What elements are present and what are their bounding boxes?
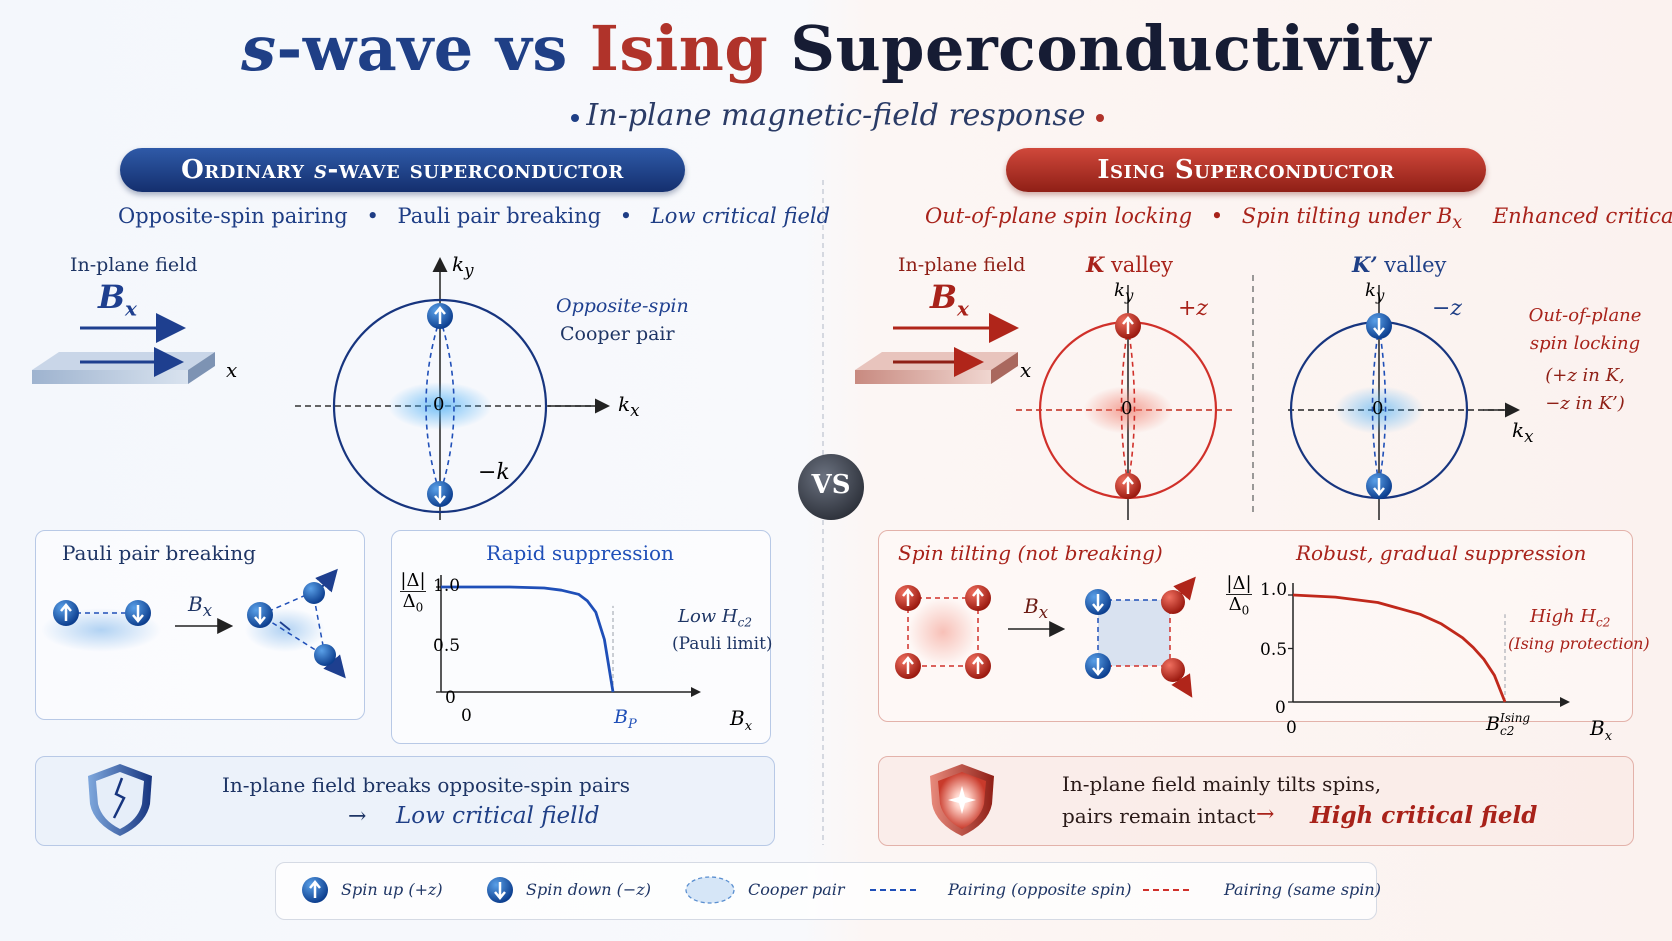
pauli-diagram	[41, 568, 346, 679]
right-tags: Out-of-plane spin locking • Spin tilting…	[925, 204, 1672, 234]
right-fermi-diagram	[855, 275, 1520, 520]
left-xtick-0: 0	[461, 706, 472, 726]
right-summary-1: In-plane field mainly tilts spins,	[1062, 772, 1382, 796]
left-kx-label: kx	[618, 392, 640, 420]
legend-cooper-icon	[685, 876, 735, 904]
tilt-bx: Bx	[1024, 594, 1049, 622]
right-chart-title: Robust, gradual suppression	[1296, 541, 1587, 565]
left-chart-ann1: Low Hc2	[678, 606, 752, 630]
left-ytick-05: 0.5	[433, 636, 461, 656]
left-tags: Opposite-spin pairing • Pauli pair break…	[118, 204, 831, 228]
pair-label-1: Opposite-spin	[556, 295, 689, 317]
pair-label-2: Cooper pair	[560, 323, 675, 345]
legend-spin-up: Spin up (+z)	[341, 880, 443, 899]
right-summary-arrow: →	[1256, 802, 1275, 827]
right-field-symbol: Bx	[930, 278, 969, 321]
x-axis-arrow	[691, 687, 701, 697]
left-summary-panel	[35, 756, 775, 846]
right-summary-2: pairs remain intact	[1062, 804, 1256, 828]
legend-spin-down: Spin down (−z)	[526, 880, 651, 899]
legend-pair-same: Pairing (same spin)	[1224, 880, 1381, 899]
kp-valley-label: K’ valley	[1352, 252, 1447, 277]
right-ytick-05: 0.5	[1260, 640, 1288, 660]
kp-valley-ky: ky	[1365, 280, 1385, 305]
right-xlabel: Bx	[1590, 716, 1613, 744]
right-banner: Ising Superconductor	[1006, 148, 1486, 192]
right-chart	[1288, 583, 1570, 707]
legend-cooper: Cooper pair	[748, 880, 845, 899]
left-banner: Ordinary s-wave superconductor	[120, 148, 685, 192]
tilt-title: Spin tilting (not breaking)	[898, 541, 1163, 565]
kp-valley-spin: −z	[1432, 296, 1463, 321]
left-chart-ann2: (Pauli limit)	[672, 634, 773, 654]
k-valley-origin: 0	[1121, 398, 1133, 419]
tilt-diagram	[895, 576, 1196, 698]
legend	[275, 862, 1377, 920]
left-axis-x: x	[226, 358, 238, 382]
left-summary-arrow: →	[348, 804, 367, 829]
series-line	[441, 585, 615, 693]
left-ytick-1: 1.0	[433, 576, 461, 596]
right-chart-ann2: (Ising protection)	[1508, 634, 1650, 653]
left-xlabel: Bx	[730, 706, 753, 734]
series-line	[1292, 593, 1507, 703]
right-ytick-0: 0	[1275, 698, 1286, 718]
left-summary-1: In-plane field breaks opposite-spin pair…	[222, 773, 630, 797]
right-ytick-1: 1.0	[1260, 580, 1288, 600]
left-chart-title: Rapid suppression	[486, 541, 674, 565]
page-title: s-wave vs Ising Superconductivity	[241, 12, 1431, 85]
right-axis-x: x	[1020, 358, 1032, 382]
left-chart-panel	[391, 530, 771, 744]
left-ytick-0: 0	[445, 688, 456, 708]
right-field-label: In-plane field	[898, 254, 1026, 276]
pauli-bx: Bx	[188, 592, 213, 620]
right-detail-panel	[878, 530, 1633, 722]
right-chart-plot	[1288, 583, 1570, 707]
vs-label: VS	[811, 470, 851, 500]
left-ky-label: ky	[452, 252, 474, 280]
right-xtick-0: 0	[1286, 718, 1297, 738]
left-summary-2: Low critical fielld	[396, 803, 600, 829]
left-fermi-diagram	[32, 257, 610, 520]
glowing-shield-icon	[930, 764, 994, 836]
k-valley-label: K valley	[1086, 252, 1174, 277]
left-field-symbol: Bx	[98, 278, 137, 321]
k-valley-ky: ky	[1114, 280, 1134, 305]
left-origin: 0	[433, 394, 445, 415]
right-summary-panel	[878, 756, 1634, 846]
left-field-label: In-plane field	[70, 254, 198, 276]
k-valley-spin: +z	[1178, 296, 1209, 321]
legend-pair-opp: Pairing (opposite spin)	[948, 880, 1132, 899]
vs-badge	[798, 454, 864, 520]
locking-note: Out-of-plane spin locking (+z in K, −z i…	[1528, 305, 1642, 414]
subtitle: In-plane magnetic-field response	[586, 98, 1086, 133]
minus-k-label: −k	[478, 460, 510, 485]
legend-symbols	[302, 876, 1193, 904]
left-xtick-bp: BP	[614, 706, 637, 732]
kp-valley-origin: 0	[1372, 398, 1384, 419]
pauli-title: Pauli pair breaking	[62, 541, 256, 565]
right-summary-3: High critical field	[1310, 802, 1538, 829]
right-chart-ann1: High Hc2	[1530, 606, 1611, 630]
cracked-shield-icon	[88, 764, 152, 836]
left-chart-plot	[436, 575, 701, 697]
x-axis-arrow	[1560, 697, 1570, 707]
kp-valley-kx: kx	[1512, 418, 1534, 446]
left-chart-ylabel: |Δ|Δ0	[400, 570, 426, 615]
left-chart	[436, 575, 701, 697]
right-chart-ylabel: |Δ|Δ0	[1226, 573, 1252, 618]
